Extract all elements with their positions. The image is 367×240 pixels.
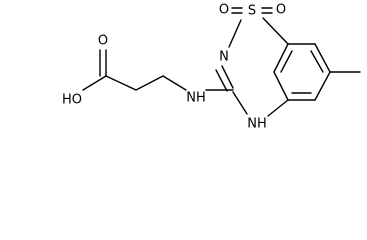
atom-o-sulfonyl-right: O: [276, 3, 286, 18]
bond-n-c3-double: [215, 69, 228, 92]
bond-ch2-ch2: [135, 75, 164, 91]
bond-c4a-c8a: [273, 43, 289, 73]
bond-c3-nh: [232, 91, 248, 115]
bond-ch2-cooh: [105, 75, 137, 91]
bond-c5-c4a: [273, 71, 289, 101]
bond-c7-c6: [314, 71, 331, 101]
atom-nh-link: NH: [186, 91, 206, 106]
molecule-structure: O S O N NH NH O HO: [62, 3, 361, 132]
atom-nh-ring: NH: [247, 117, 267, 132]
bond-c4a-c8a-double: [280, 50, 293, 73]
atom-oh: HO: [62, 93, 82, 108]
bond-c8-c7: [314, 43, 331, 73]
bond-n-c3: [221, 65, 234, 89]
bond-nh-ch2: [162, 75, 187, 91]
bond-s-n: [228, 19, 242, 48]
atom-o-sulfonyl-left: O: [219, 3, 229, 18]
bond-c8-c7-double: [310, 50, 324, 73]
bond-c-oh: [82, 75, 107, 91]
atom-s: S: [248, 4, 256, 19]
atom-n-ring: N: [219, 50, 229, 65]
bond-s-c8a: [262, 17, 289, 45]
bond-nh-c4a: [267, 99, 289, 117]
atom-o-carbonyl: O: [98, 34, 108, 49]
